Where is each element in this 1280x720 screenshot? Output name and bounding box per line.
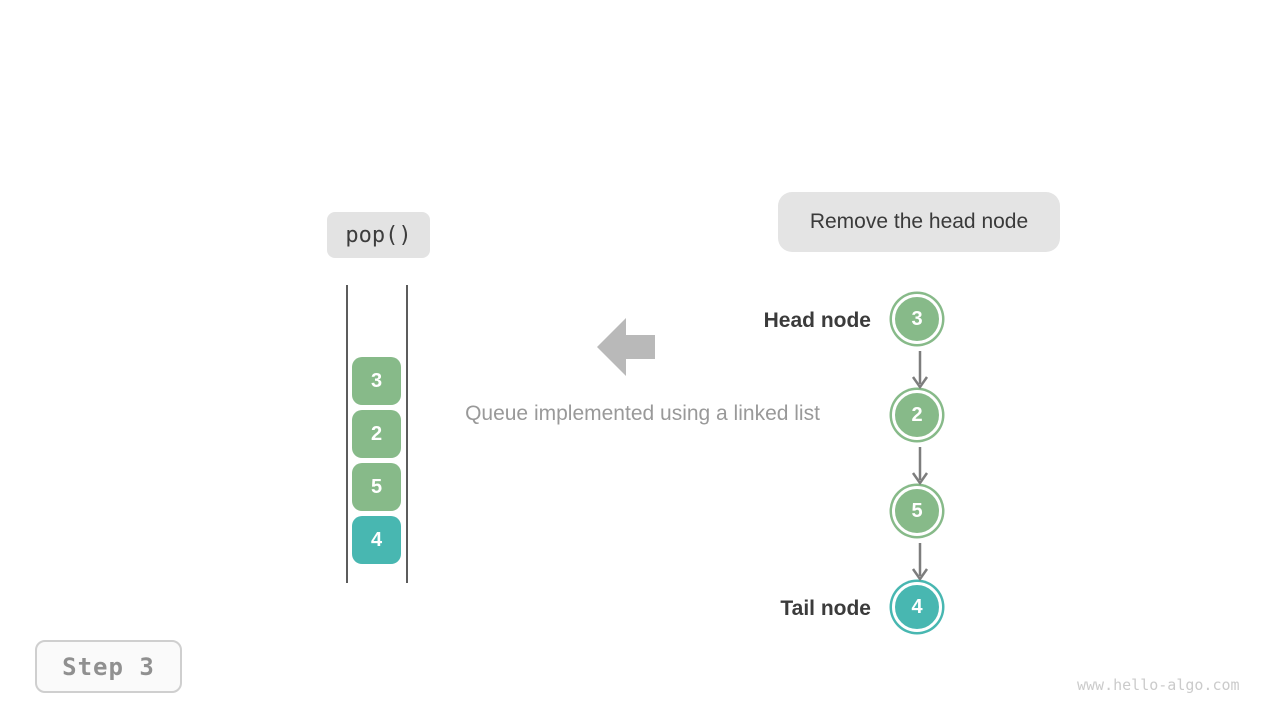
linked-list-node: 2 (892, 390, 942, 440)
linked-list-node: 3 (892, 294, 942, 344)
queue-cell: 4 (352, 516, 401, 564)
step-badge: Step 3 (35, 640, 182, 693)
down-arrow-icon (911, 543, 929, 581)
watermark: www.hello-algo.com (1077, 676, 1240, 694)
annotation-badge: Remove the head node (778, 192, 1060, 252)
tail-node-label: Tail node (780, 597, 871, 620)
queue-cell: 2 (352, 410, 401, 458)
linked-list-node: 5 (892, 486, 942, 536)
queue-container-right-wall (406, 285, 408, 583)
down-arrow-icon (911, 351, 929, 389)
head-node-label: Head node (763, 309, 871, 332)
diagram-caption: Queue implemented using a linked list (465, 402, 820, 425)
queue-cell: 3 (352, 357, 401, 405)
queue-cell: 5 (352, 463, 401, 511)
down-arrow-icon (911, 447, 929, 485)
queue-container-left-wall (346, 285, 348, 583)
left-block-arrow-icon (597, 318, 655, 376)
operation-badge: pop() (327, 212, 430, 258)
linked-list-node: 4 (892, 582, 942, 632)
